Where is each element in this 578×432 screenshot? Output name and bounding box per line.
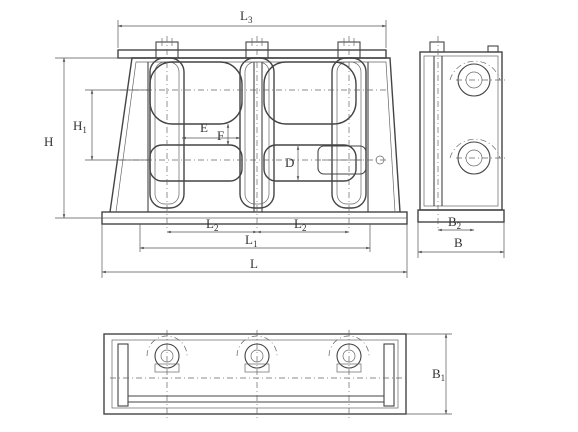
lower-roller-right <box>263 144 357 182</box>
label-L2-right: L2 <box>294 216 306 233</box>
label-L3: L3 <box>240 8 253 25</box>
side-dimensions <box>417 222 505 258</box>
label-B1: B1 <box>432 366 445 383</box>
label-E: E <box>200 120 208 135</box>
top-roller-right <box>328 335 370 373</box>
top-view <box>103 330 407 420</box>
side-view <box>417 36 506 228</box>
label-L1: L1 <box>245 232 257 249</box>
upper-roller-left <box>149 61 243 125</box>
top-plate <box>117 49 387 59</box>
top-roller-middle <box>236 335 278 373</box>
label-B2: B2 <box>448 214 461 231</box>
lower-roller-left <box>149 144 243 182</box>
upper-roller-right <box>263 61 357 125</box>
front-view <box>101 36 408 230</box>
label-L: L <box>250 256 258 271</box>
label-B: B <box>454 235 463 250</box>
label-L2-left: L2 <box>206 216 218 233</box>
top-roller-left <box>146 335 188 373</box>
front-dimensions <box>55 20 408 278</box>
top-dimensions <box>406 333 452 415</box>
label-H1: H1 <box>73 118 87 135</box>
label-H: H <box>44 134 53 149</box>
label-D: D <box>285 155 294 170</box>
label-F: F <box>217 128 224 143</box>
